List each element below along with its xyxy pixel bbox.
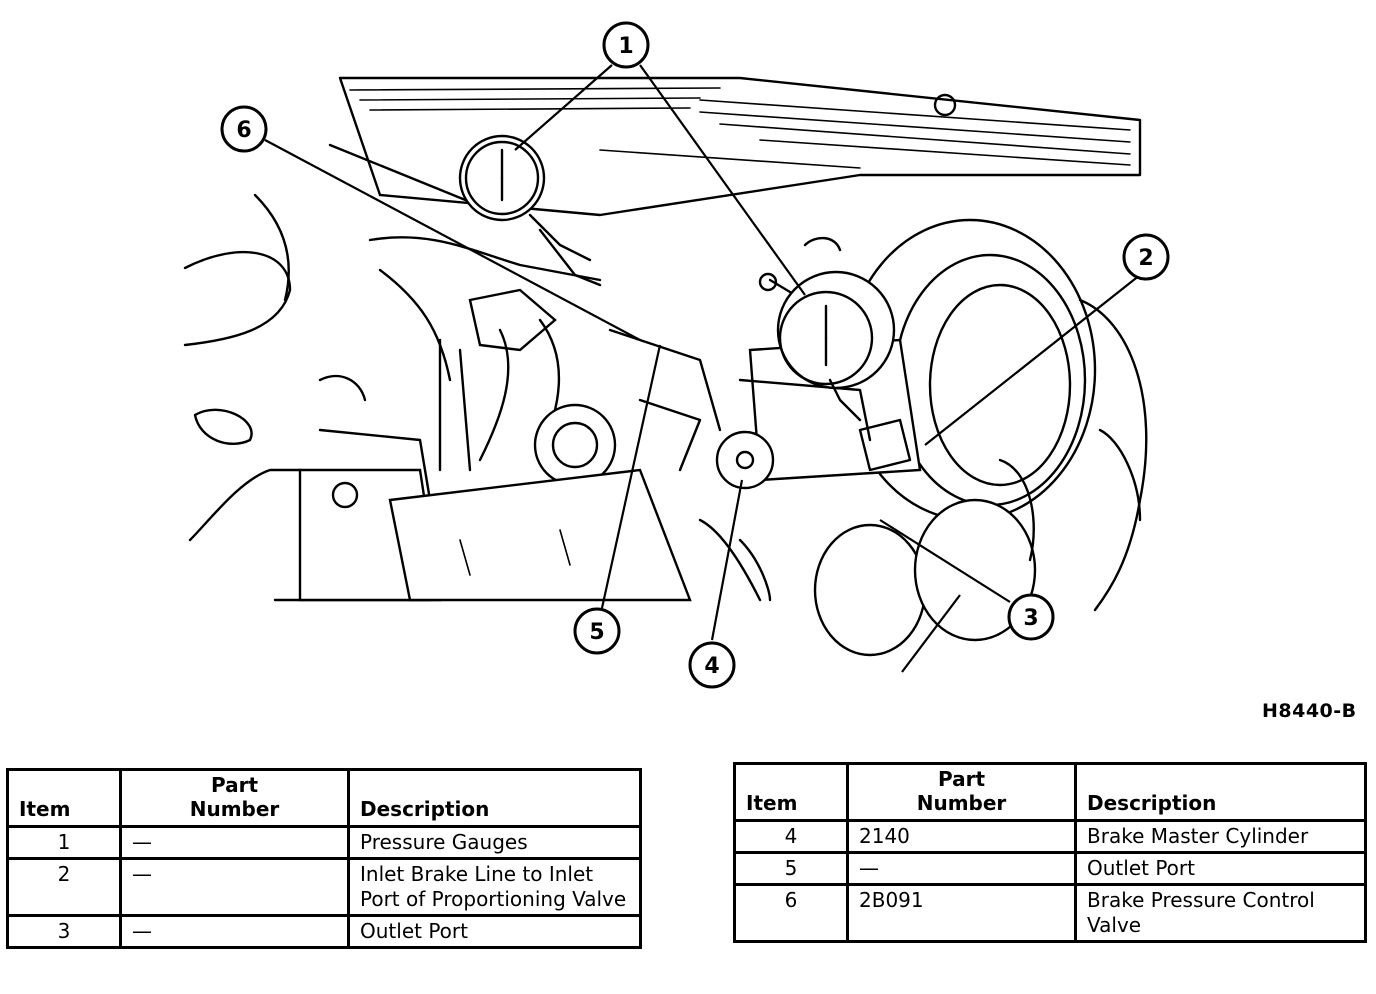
part-number-cell: — — [119, 914, 350, 949]
callout-3: 3 — [1007, 593, 1055, 641]
description-cell: Brake Pressure Control Valve — [1074, 883, 1367, 943]
description-cell: Brake Master Cylinder — [1074, 819, 1367, 854]
part-number-header-line1: Part — [937, 767, 986, 791]
description-cell: Outlet Port — [1074, 851, 1367, 886]
callout-2-label: 2 — [1138, 246, 1153, 271]
leader-lines — [264, 64, 1141, 673]
part-number-header-line2: Number — [916, 791, 1007, 815]
table-row: 4 2140 Brake Master Cylinder — [733, 819, 1367, 854]
callout-5-label: 5 — [589, 620, 604, 645]
item-cell: 4 — [733, 819, 849, 854]
part-number-cell: — — [846, 851, 1077, 886]
callout-1: 1 — [602, 21, 650, 69]
part-number-cell: — — [119, 825, 350, 860]
part-number-header-line2: Number — [189, 797, 280, 821]
item-cell: 5 — [733, 851, 849, 886]
table-row: 3 — Outlet Port — [6, 914, 642, 949]
callout-5: 5 — [573, 607, 621, 655]
table-row: 6 2B091 Brake Pressure Control Valve — [733, 883, 1367, 943]
engine-bay-illustration: 1 2 3 4 5 6 — [183, 21, 1170, 689]
description-header: Description — [1074, 762, 1367, 822]
description-cell: Pressure Gauges — [347, 825, 642, 860]
cowl-panel — [338, 76, 1142, 217]
callout-6: 6 — [220, 105, 268, 153]
part-number-header-line1: Part — [210, 773, 259, 797]
callout-2: 2 — [1122, 233, 1170, 281]
master-cylinder — [715, 338, 1037, 657]
item-cell: 1 — [6, 825, 122, 860]
callout-1-label: 1 — [618, 34, 633, 59]
table-row: 2 — Inlet Brake Line to Inlet Port of Pr… — [6, 857, 642, 917]
engine-components — [298, 236, 772, 602]
item-header: Item — [733, 762, 849, 822]
callout-4: 4 — [688, 641, 736, 689]
figure-code: H8440-B — [1262, 700, 1357, 722]
item-cell: 2 — [6, 857, 122, 917]
description-header: Description — [347, 768, 642, 828]
pressure-gauge-top — [328, 134, 602, 287]
pressure-gauge-right — [758, 236, 896, 422]
part-number-cell: 2B091 — [846, 883, 1077, 943]
item-cell: 3 — [6, 914, 122, 949]
part-number-cell: — — [119, 857, 350, 917]
description-cell: Outlet Port — [347, 914, 642, 949]
table-row: 5 — Outlet Port — [733, 851, 1367, 886]
part-number-cell: 2140 — [846, 819, 1077, 854]
item-cell: 6 — [733, 883, 849, 943]
description-cell: Inlet Brake Line to Inlet Port of Propor… — [347, 857, 642, 917]
callout-6-label: 6 — [236, 118, 251, 143]
callout-3-label: 3 — [1023, 606, 1038, 631]
callout-4-label: 4 — [704, 654, 719, 679]
item-header: Item — [6, 768, 122, 828]
table-row: 1 — Pressure Gauges — [6, 825, 642, 860]
